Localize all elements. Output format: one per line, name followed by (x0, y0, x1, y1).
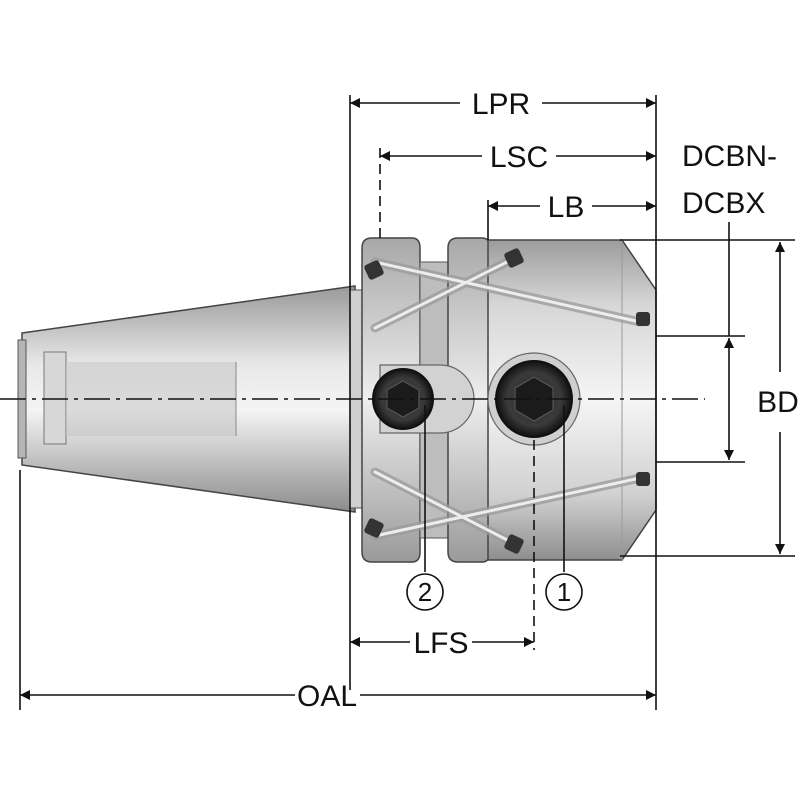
callout-1-circle (545, 573, 583, 611)
callout-2-circle (406, 573, 444, 611)
callout-1-number: 1 (557, 577, 571, 607)
label-bd: BD (757, 386, 799, 419)
label-oal: OAL (297, 680, 357, 713)
label-lsc: LSC (490, 141, 548, 174)
callout-2-number: 2 (418, 577, 432, 607)
label-dcbn: DCBN- (682, 140, 777, 173)
screw-1-hex (514, 376, 554, 422)
label-dcbx: DCBX (682, 187, 765, 220)
label-lb: LB (548, 191, 585, 224)
dimension-lines (19, 95, 795, 710)
tool-holder (17, 237, 657, 563)
taper-groove (43, 351, 67, 445)
label-lfs: LFS (413, 627, 468, 660)
set-screws (364, 248, 650, 554)
label-lpr: LPR (472, 88, 530, 121)
coolant-channel-highlights (373, 256, 642, 546)
